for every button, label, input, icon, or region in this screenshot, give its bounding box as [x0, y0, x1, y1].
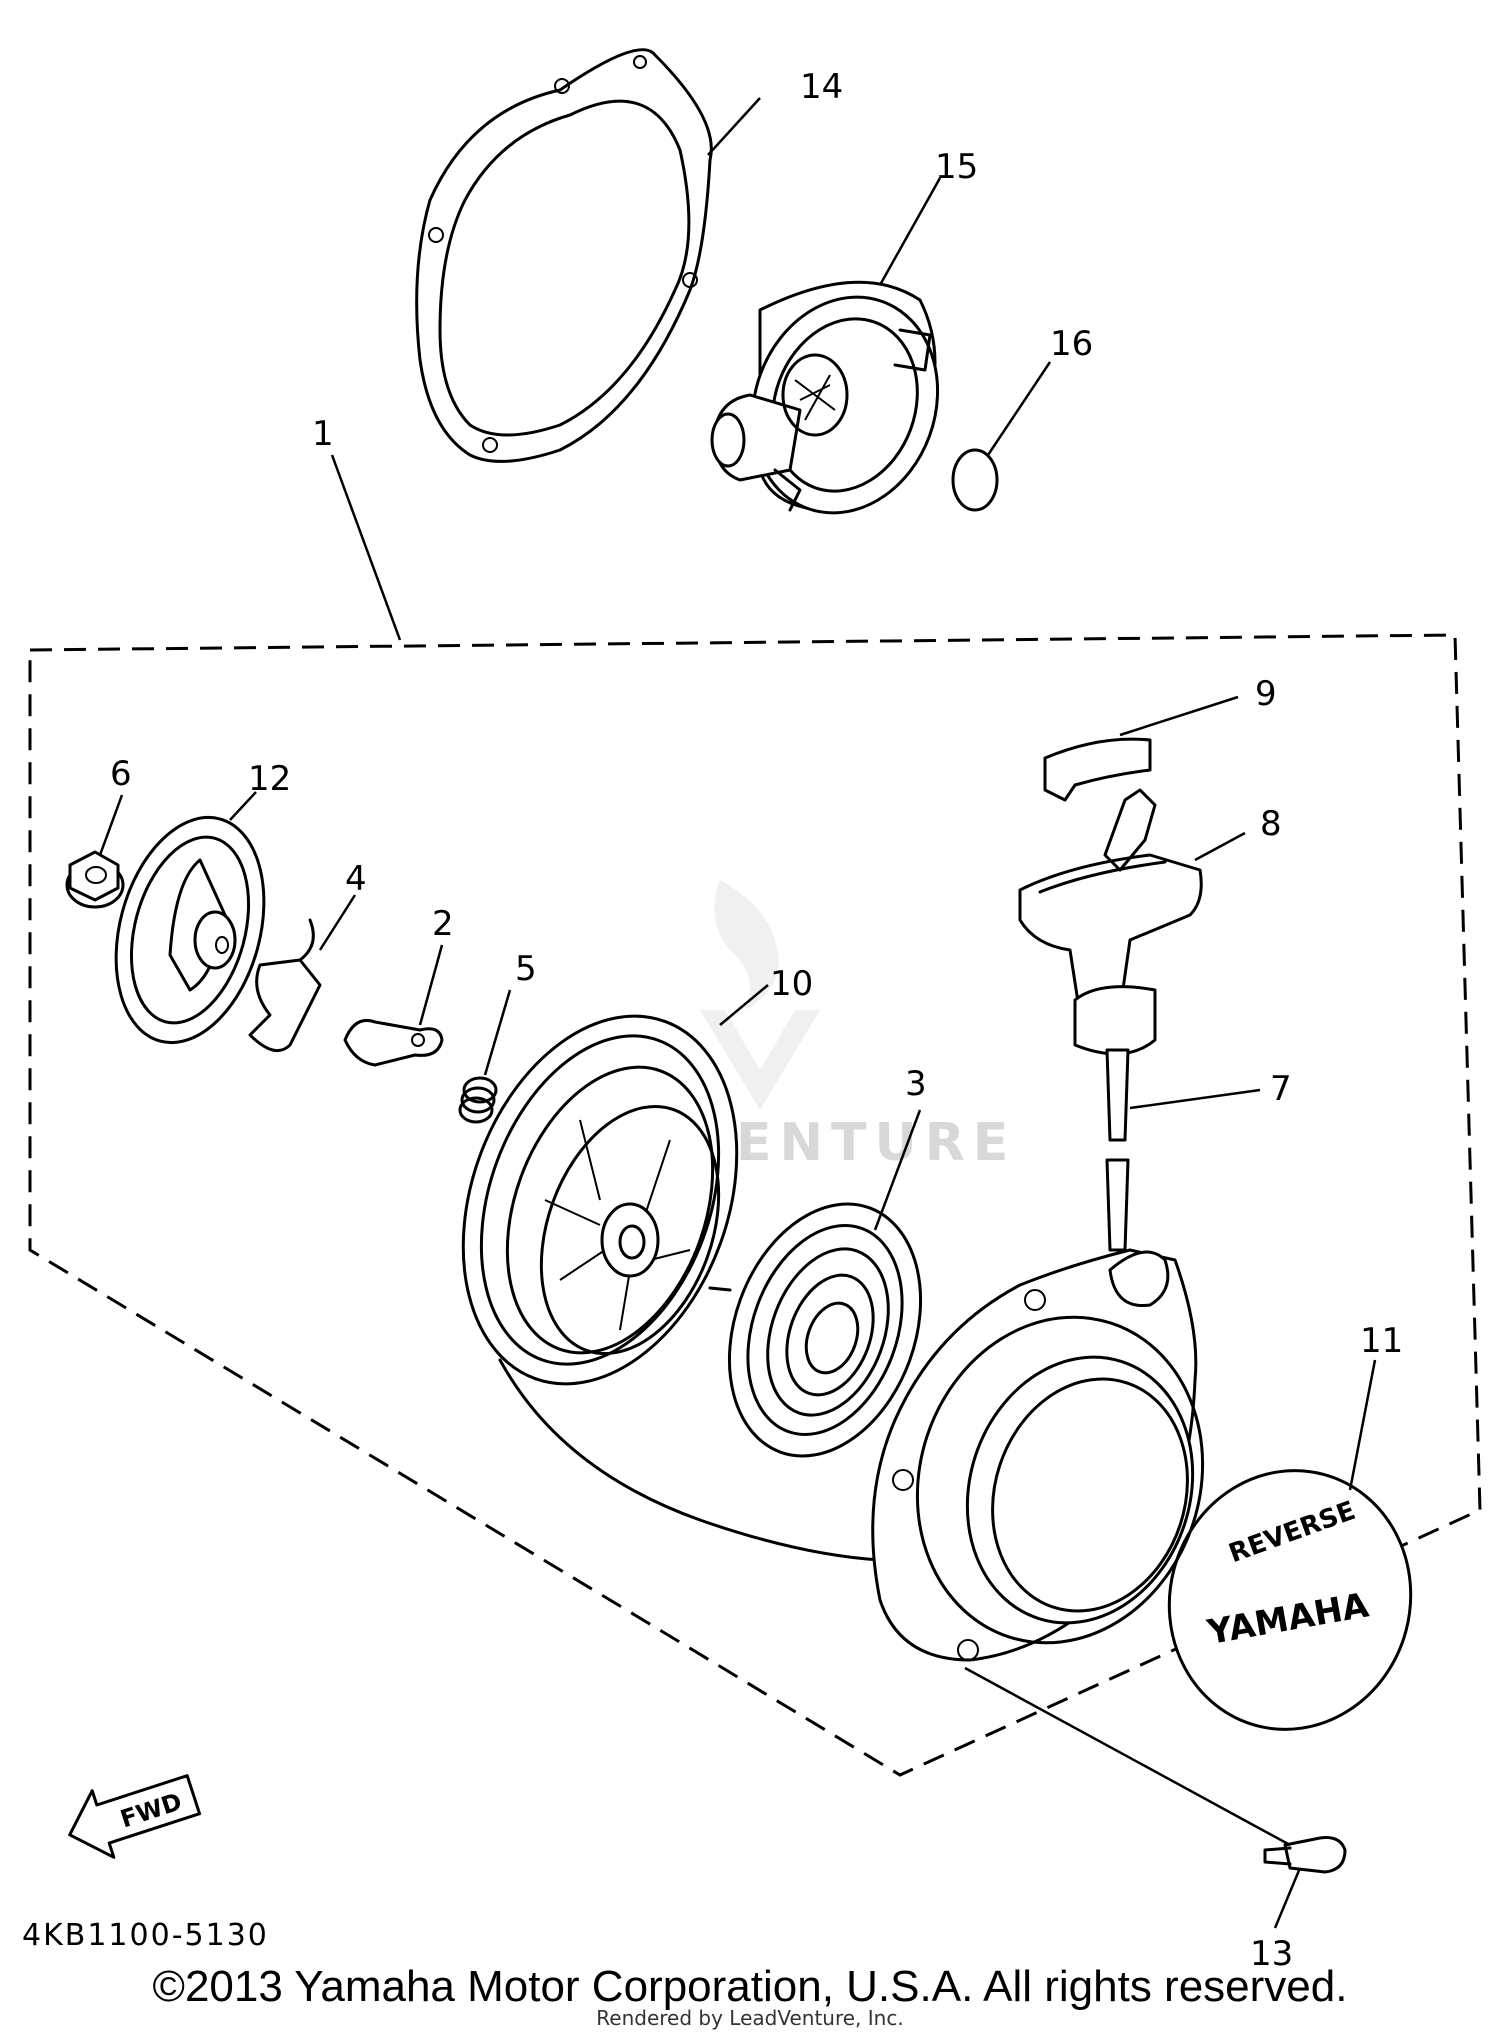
part-12-spring-cover [114, 815, 266, 1045]
part-11-emblem: YAMAHA REVERSE [1167, 1469, 1413, 1731]
callout-1: 1 [312, 414, 334, 454]
callout-11: 11 [1360, 1321, 1403, 1361]
callout-3: 3 [905, 1064, 927, 1104]
watermark-logo [700, 880, 820, 1110]
fwd-direction-arrow: FWD [68, 1774, 202, 1859]
callout-6: 6 [110, 754, 132, 794]
part-5-spring [458, 1076, 498, 1124]
part-16-o-ring [951, 448, 999, 512]
callout-14: 14 [800, 67, 843, 107]
part-code: 4KB1100-5130 [22, 1918, 269, 1953]
callout-16: 16 [1050, 324, 1093, 364]
part-3-spiral-spring [708, 1202, 923, 1458]
callout-2: 2 [432, 904, 454, 944]
part-10-reel [461, 1014, 882, 1562]
part-9-cap [1043, 737, 1152, 802]
callout-10: 10 [770, 964, 813, 1004]
callout-7: 7 [1270, 1069, 1292, 1109]
callout-13: 13 [1250, 1934, 1293, 1974]
part-7-rope [1105, 1048, 1130, 1252]
part-2-pawl [343, 1019, 444, 1067]
part-6-nut [65, 850, 125, 909]
part-15-drive-pulley [710, 280, 940, 515]
copyright-notice: ©2013 Yamaha Motor Corporation, U.S.A. A… [152, 1962, 1348, 2011]
callout-4: 4 [345, 859, 367, 899]
callout-5: 5 [515, 949, 537, 989]
callout-9: 9 [1255, 674, 1277, 714]
callout-8: 8 [1260, 804, 1282, 844]
part-4-clip [248, 918, 322, 1053]
part-starter-case [871, 1248, 1205, 1662]
part-8-handle [1018, 788, 1203, 1056]
rendered-by: Rendered by LeadVenture, Inc. [596, 2006, 904, 2030]
part-14-gasket [415, 48, 713, 463]
callout-15: 15 [935, 147, 978, 187]
callout-12: 12 [248, 759, 291, 799]
part-13-bolt [1263, 1836, 1347, 1874]
